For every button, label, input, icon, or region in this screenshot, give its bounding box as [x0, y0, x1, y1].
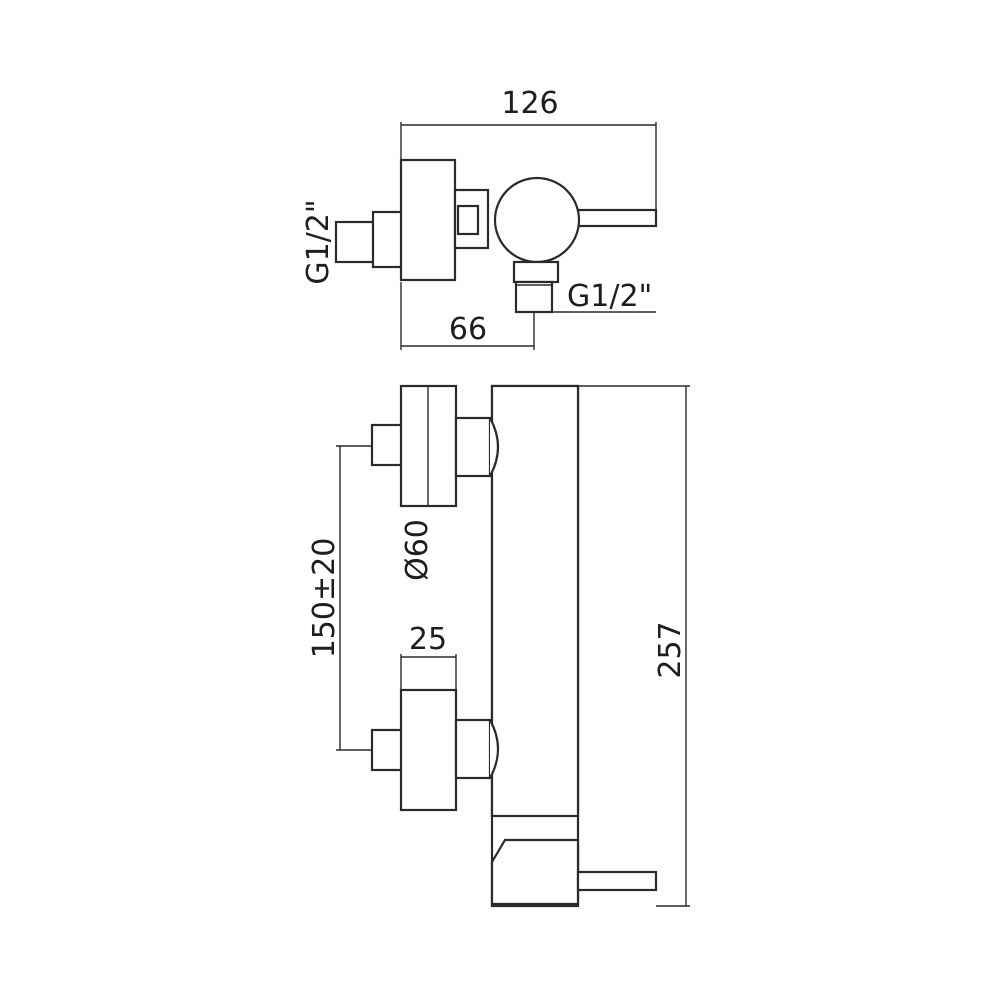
lower-inlet-connector	[370, 728, 404, 772]
dimension-inlet-offset: 66	[400, 282, 535, 350]
side-view: 150±20 Ø60 25 257	[307, 384, 690, 908]
lower-nipple	[454, 718, 492, 780]
lower-escutcheon	[399, 688, 458, 812]
thread-outlet-label: G1/2"	[567, 279, 652, 314]
dimension-height-label: 257	[653, 621, 688, 678]
dimension-depth: 25	[400, 622, 457, 690]
inlet-nut	[371, 210, 405, 269]
nipple-inner	[456, 204, 480, 236]
dimension-centres: 150±20	[307, 445, 372, 751]
outlet-connector	[514, 280, 554, 314]
upper-inlet-connector	[370, 423, 404, 467]
dimension-diameter-label: Ø60	[400, 519, 435, 581]
upper-inlet	[370, 384, 500, 508]
mixer-body-top	[493, 176, 581, 264]
dimension-width: 126	[400, 86, 657, 212]
dimension-width-label: 126	[501, 86, 558, 121]
dimension-height: 257	[578, 385, 690, 907]
outlet-collar	[512, 260, 560, 284]
dimension-depth-label: 25	[409, 622, 447, 657]
upper-dome	[489, 417, 500, 477]
upper-nipple	[454, 416, 492, 478]
lower-inlet	[370, 688, 500, 812]
top-view: 126 G1/2" G1/2" 66	[301, 86, 658, 350]
inlet-connector	[334, 220, 376, 264]
escutcheon-top	[399, 158, 457, 282]
dimension-inlet-offset-label: 66	[449, 312, 487, 347]
dimension-centres-label: 150±20	[307, 538, 342, 659]
mixer-body-side	[490, 384, 580, 908]
handle-side	[490, 838, 658, 906]
thread-inlet-label: G1/2"	[301, 199, 336, 284]
lower-dome	[489, 719, 500, 779]
